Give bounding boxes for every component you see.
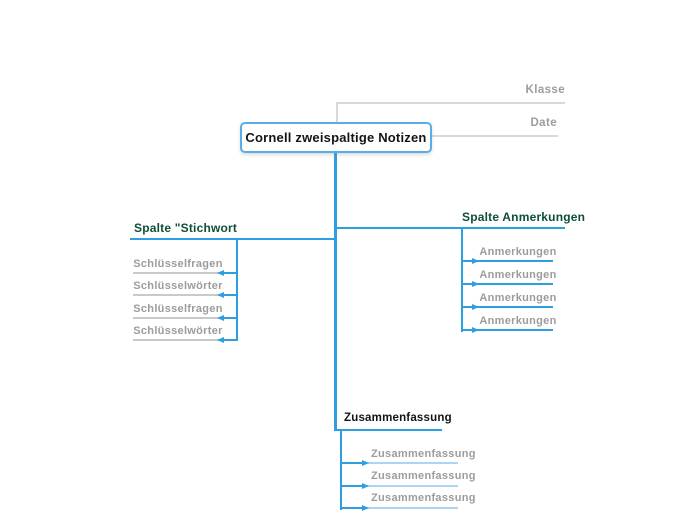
connector-segment: [223, 272, 237, 274]
connector-segment: [340, 462, 363, 464]
subtopic-underline: [133, 272, 223, 274]
subtopic-zusammenfassung-2[interactable]: Zusammenfassung: [371, 470, 476, 482]
subtopic-zusammenfassung-1[interactable]: Zusammenfassung: [371, 448, 476, 460]
arrow-right-icon: [362, 505, 369, 511]
connector-segment: [340, 507, 363, 509]
connector-zusammenfassung-children: [340, 431, 342, 510]
arrow-right-icon: [472, 281, 479, 287]
connector-stichwort-children: [236, 240, 238, 341]
arrow-right-icon: [472, 258, 479, 264]
branch-line-zusammenfassung: [336, 429, 442, 431]
arrow-left-icon: [217, 270, 224, 276]
connector-anmerkungen-children: [461, 229, 463, 332]
branch-line-anmerkungen: [336, 227, 565, 229]
arrow-right-icon: [362, 483, 369, 489]
trunk-line: [334, 153, 337, 431]
connector-segment: [223, 339, 237, 341]
connector-segment: [223, 294, 237, 296]
arrow-right-icon: [472, 304, 479, 310]
subtopic-schluesselwoerter-1[interactable]: Schlüsselwörter: [133, 280, 223, 292]
subtopic-underline: [133, 294, 223, 296]
topic-spalte-stichwort[interactable]: Spalte "Stichwort: [134, 221, 238, 235]
subtopic-anmerkungen-3[interactable]: Anmerkungen: [479, 292, 557, 304]
topic-date-underline: [430, 135, 558, 137]
connector-klasse: [336, 102, 338, 123]
arrow-left-icon: [217, 315, 224, 321]
topic-zusammenfassung[interactable]: Zusammenfassung: [344, 412, 452, 424]
central-topic[interactable]: Cornell zweispaltige Notizen: [240, 122, 432, 153]
subtopic-underline: [461, 283, 553, 285]
subtopic-schluesselwoerter-2[interactable]: Schlüsselwörter: [133, 325, 223, 337]
subtopic-anmerkungen-1[interactable]: Anmerkungen: [479, 246, 557, 258]
topic-date[interactable]: Date: [530, 117, 557, 129]
topic-klasse[interactable]: Klasse: [525, 84, 565, 96]
connector-segment: [340, 485, 363, 487]
subtopic-underline: [342, 507, 458, 509]
subtopic-zusammenfassung-3[interactable]: Zusammenfassung: [371, 492, 476, 504]
subtopic-anmerkungen-4[interactable]: Anmerkungen: [479, 315, 557, 327]
subtopic-underline: [342, 462, 458, 464]
arrow-left-icon: [217, 337, 224, 343]
subtopic-anmerkungen-2[interactable]: Anmerkungen: [479, 269, 557, 281]
topic-klasse-underline: [336, 102, 565, 104]
subtopic-underline: [133, 317, 223, 319]
branch-line-stichwort: [130, 238, 336, 240]
subtopic-underline: [342, 485, 458, 487]
subtopic-schluesselfragen-1[interactable]: Schlüsselfragen: [133, 258, 223, 270]
arrow-left-icon: [217, 292, 224, 298]
arrow-right-icon: [472, 327, 479, 333]
arrow-right-icon: [362, 460, 369, 466]
subtopic-underline: [461, 306, 553, 308]
topic-spalte-anmerkungen[interactable]: Spalte Anmerkungen: [462, 210, 586, 224]
connector-segment: [223, 317, 237, 319]
subtopic-schluesselfragen-2[interactable]: Schlüsselfragen: [133, 303, 223, 315]
subtopic-underline: [133, 339, 223, 341]
subtopic-underline: [461, 260, 553, 262]
subtopic-underline: [461, 329, 553, 331]
